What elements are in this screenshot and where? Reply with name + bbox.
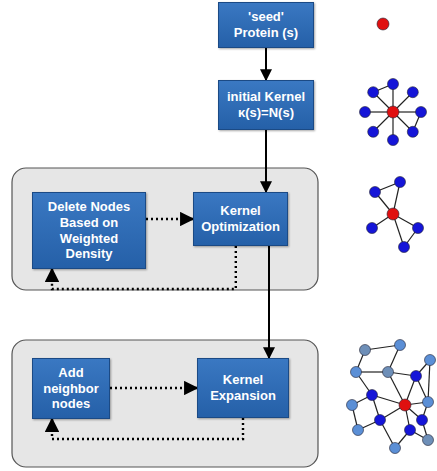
box-label: Delete Nodes Based on Weighted Density bbox=[33, 195, 145, 265]
kernel-box: initial Kernel κ(s)=N(s) bbox=[218, 80, 314, 130]
graph-node bbox=[423, 397, 434, 408]
graph-node bbox=[387, 106, 399, 118]
loop-arrow bbox=[110, 387, 197, 389]
graph-node bbox=[388, 135, 399, 146]
graph-node bbox=[390, 443, 401, 454]
graph-node bbox=[417, 415, 428, 426]
graph-node bbox=[360, 107, 371, 118]
seed-box: 'seed' Protein (s) bbox=[218, 2, 314, 48]
graph-node bbox=[416, 107, 427, 118]
flow-arrow bbox=[265, 130, 267, 192]
box-label: Kernel Optimization bbox=[194, 199, 287, 238]
graph-node bbox=[413, 223, 424, 234]
process-box: Add neighbor nodes bbox=[32, 358, 110, 419]
process-box: Kernel Expansion bbox=[197, 358, 289, 418]
graph-node bbox=[407, 126, 418, 137]
loop-arrow bbox=[146, 218, 193, 220]
graph-node bbox=[367, 390, 378, 401]
box-label: 'seed' Protein (s) bbox=[219, 5, 313, 44]
graph-node bbox=[399, 399, 411, 411]
graph-node bbox=[383, 367, 394, 378]
graph-node bbox=[387, 208, 399, 220]
loop-arrow bbox=[52, 418, 243, 439]
graph-node bbox=[377, 18, 389, 30]
graph-node bbox=[407, 87, 418, 98]
graph-node bbox=[425, 355, 436, 366]
graph-node bbox=[360, 345, 371, 356]
graph-node bbox=[347, 400, 358, 411]
graph-node bbox=[388, 79, 399, 90]
flow-arrow bbox=[265, 48, 267, 80]
process-box: Kernel Optimization bbox=[193, 192, 288, 246]
process-box: Delete Nodes Based on Weighted Density bbox=[32, 192, 146, 269]
graph-node bbox=[411, 371, 422, 382]
graph-node bbox=[395, 340, 406, 351]
graph-node bbox=[353, 425, 364, 436]
graph-edge bbox=[428, 360, 430, 402]
graph-node bbox=[395, 177, 406, 188]
graph-node bbox=[399, 242, 410, 253]
graph-node bbox=[370, 187, 381, 198]
graph-node bbox=[351, 367, 362, 378]
graph-node bbox=[375, 415, 386, 426]
graph-illustrations bbox=[347, 18, 436, 454]
optimization-panel bbox=[12, 168, 318, 290]
expansion-panel bbox=[12, 340, 318, 467]
box-label: Add neighbor nodes bbox=[33, 361, 109, 416]
graph-node bbox=[368, 126, 379, 137]
graph-node bbox=[368, 87, 379, 98]
box-label: initial Kernel κ(s)=N(s) bbox=[219, 85, 313, 124]
box-label: Kernel Expansion bbox=[198, 368, 288, 407]
graph-node bbox=[423, 435, 434, 446]
graph-node bbox=[367, 223, 378, 234]
graph-node bbox=[405, 425, 416, 436]
flow-arrow bbox=[268, 246, 270, 358]
